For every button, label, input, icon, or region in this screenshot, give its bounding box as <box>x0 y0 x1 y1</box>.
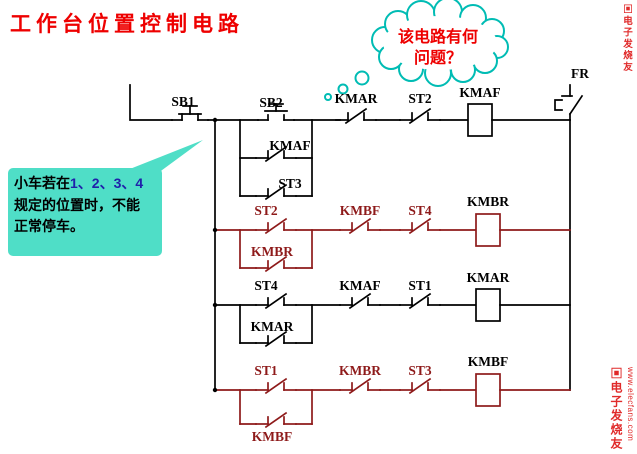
label-st3-aux: ST3 <box>278 176 302 191</box>
label-kmbr-aux: KMBR <box>251 244 293 259</box>
label-st1-r3: ST1 <box>408 278 432 293</box>
speech-text-1: 小车若在 <box>14 175 70 191</box>
label-kmar-aux: KMAR <box>251 319 294 334</box>
watermark-top-text: 电子发烧友 <box>621 15 632 74</box>
wires-red <box>214 213 571 428</box>
label-kmbf-aux: KMBF <box>252 429 293 444</box>
label-st2-r1: ST2 <box>408 91 432 106</box>
label-st2-r2: ST2 <box>254 203 278 218</box>
label-kmaf-aux: KMAF <box>269 138 310 153</box>
thought-trail-dot <box>324 93 332 101</box>
kmbf-coil-symbol <box>475 373 501 407</box>
label-kmar-coil: KMAR <box>467 270 510 285</box>
speech-positions: 1、2、3、4 <box>70 175 144 191</box>
page-title: 工作台位置控制电路 <box>10 13 244 36</box>
elecfans-logo-icon: ▣ <box>609 367 623 381</box>
thought-text-line2: 问题？ <box>414 48 462 67</box>
kmar-contact-symbol-r1 <box>335 108 377 124</box>
thought-trail-dot <box>337 83 349 95</box>
watermark-url: www.elecfans.com <box>626 367 635 442</box>
label-st4-r2: ST4 <box>408 203 432 218</box>
speech-text-2: 规定的位置时，不能 <box>14 196 140 213</box>
kmbf-aux-contact-symbol <box>255 412 297 428</box>
watermark-bottom: ▣电子发烧友 www.elecfans.com <box>608 367 635 451</box>
kmbf-contact-symbol-r2 <box>339 218 381 234</box>
thought-bubble <box>324 0 509 101</box>
label-kmbr-coil: KMBR <box>467 194 509 209</box>
label-st4-r3: ST4 <box>254 278 278 293</box>
kmaf-contact-symbol-r3 <box>339 293 381 309</box>
label-kmbf-r2: KMBF <box>340 203 381 218</box>
junction-dots <box>212 117 218 393</box>
st1-contact-symbol-r3 <box>399 293 441 309</box>
kmaf-coil-symbol <box>467 103 493 137</box>
label-kmar-r1: KMAR <box>335 91 378 106</box>
st4-contact-symbol-r3 <box>255 293 297 309</box>
watermark-top: ▣电子发烧友 <box>619 4 633 73</box>
kmar-coil-symbol <box>475 288 501 322</box>
kmbr-contact-symbol-r4 <box>339 378 381 394</box>
label-st1-r4: ST1 <box>254 363 278 378</box>
label-sb2: SB2 <box>259 95 283 110</box>
thought-trail-dot <box>354 70 370 86</box>
st4-contact-symbol-r2 <box>399 218 441 234</box>
kmbr-aux-contact-symbol <box>255 256 297 272</box>
label-sb1: SB1 <box>171 94 195 109</box>
label-st3-r4: ST3 <box>408 363 432 378</box>
st2-contact-symbol-r2 <box>255 218 297 234</box>
st2-contact-symbol-r1 <box>399 108 441 124</box>
speech-bubble: 小车若在1、2、3、4 规定的位置时，不能 正常停车。 <box>8 168 162 256</box>
elecfans-logo-icon: ▣ <box>621 4 632 16</box>
label-fr: FR <box>571 66 589 81</box>
speech-text-3: 正常停车。 <box>14 218 84 235</box>
label-kmbf-coil: KMBF <box>468 354 509 369</box>
label-kmaf-coil: KMAF <box>459 85 500 100</box>
speech-bubble-tail <box>112 140 203 176</box>
thought-text-line1: 该电路有何 <box>398 27 478 46</box>
watermark-brand-column: ▣电子发烧友 <box>608 367 625 451</box>
wires-black <box>129 84 584 391</box>
watermark-brand: 电子发烧友 <box>609 381 623 451</box>
st3-contact-symbol-r4 <box>399 378 441 394</box>
kmbr-coil-symbol <box>475 213 501 247</box>
label-kmbr-r4: KMBR <box>339 363 381 378</box>
label-kmaf-r3: KMAF <box>339 278 380 293</box>
st1-contact-symbol-r4 <box>255 378 297 394</box>
kmar-aux-contact-symbol <box>255 331 297 347</box>
